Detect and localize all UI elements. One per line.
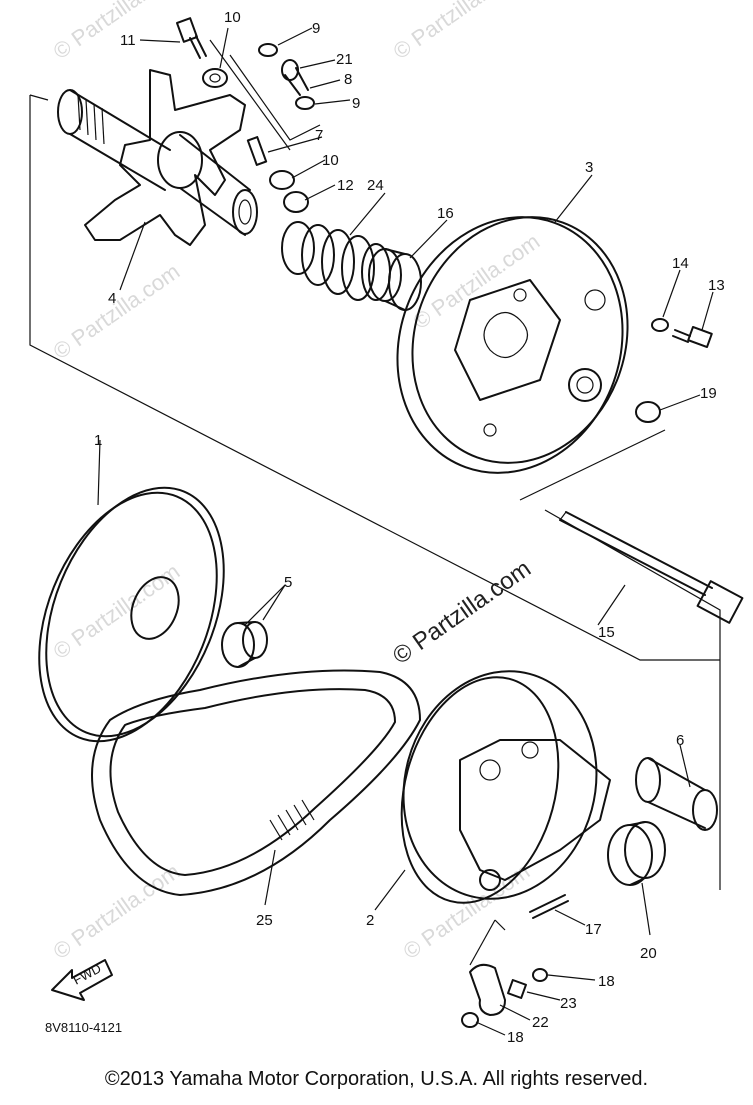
callout-labels: 11 10 9 21 8 9 7 10 12 24 16 3 14 13 19 … [94,9,725,1046]
fixed-sheave-part [38,486,225,743]
spring-part [281,221,391,301]
movable-sheave-part [400,670,611,904]
callout-10: 10 [322,152,339,169]
assembly-boundary-upper [29,95,720,661]
cover-hardware [635,318,713,423]
callout-10: 10 [224,9,241,26]
callout-11: 11 [120,32,136,49]
callout-22: 22 [532,1014,549,1031]
callout-23: 23 [560,995,577,1012]
bracket-line [209,39,291,151]
watermark: © Partzilla.com [389,0,525,64]
copyright-footer: ©2013 Yamaha Motor Corporation, U.S.A. A… [104,1068,649,1090]
drawing-code: 8V8110-4121 [45,1020,122,1035]
collar-part [635,757,718,831]
movable-sheave-cover-part [396,216,629,474]
callout-18: 18 [507,1029,524,1046]
callout-7: 7 [315,127,323,144]
bushing-pair-part [221,621,268,668]
callout-18: 18 [598,973,615,990]
seal-part [607,821,666,886]
callout-17: 17 [585,921,602,938]
spider-shaft-part [57,69,258,246]
callout-24: 24 [367,177,384,194]
forward-arrow-icon: FWD [51,959,113,1001]
callout-25: 25 [256,912,273,929]
callout-9: 9 [352,95,360,112]
bolt-part [176,17,207,59]
callout-5: 5 [284,574,292,591]
watermark: © Partzilla.com [49,559,185,665]
watermark: © Partzilla.com [49,859,185,965]
callout-8: 8 [344,71,352,88]
callout-6: 6 [676,732,684,749]
callout-20: 20 [640,945,657,962]
callout-13: 13 [708,277,725,294]
watermark-center: © Partzilla.com [388,555,536,670]
watermark: © Partzilla.com [49,259,185,365]
callout-15: 15 [598,624,615,641]
callout-9: 9 [312,20,320,37]
assembly-boundary-upper [519,429,666,501]
weight-hardware [461,894,569,1028]
callout-19: 19 [700,385,717,402]
callout-2: 2 [366,912,374,929]
leader-lines [97,27,714,1036]
watermark: © Partzilla.com [49,0,185,64]
long-bolt-part [559,511,744,624]
callout-3: 3 [585,159,593,176]
bracket-line [229,54,321,141]
drive-belt-part [91,669,421,896]
callout-1: 1 [94,432,102,449]
small-hardware [202,43,315,213]
callout-16: 16 [437,205,454,222]
callout-21: 21 [336,51,353,68]
callout-14: 14 [672,255,689,272]
callout-4: 4 [108,290,116,307]
assembly-boundary-upper [29,94,49,101]
callout-12: 12 [337,177,354,194]
